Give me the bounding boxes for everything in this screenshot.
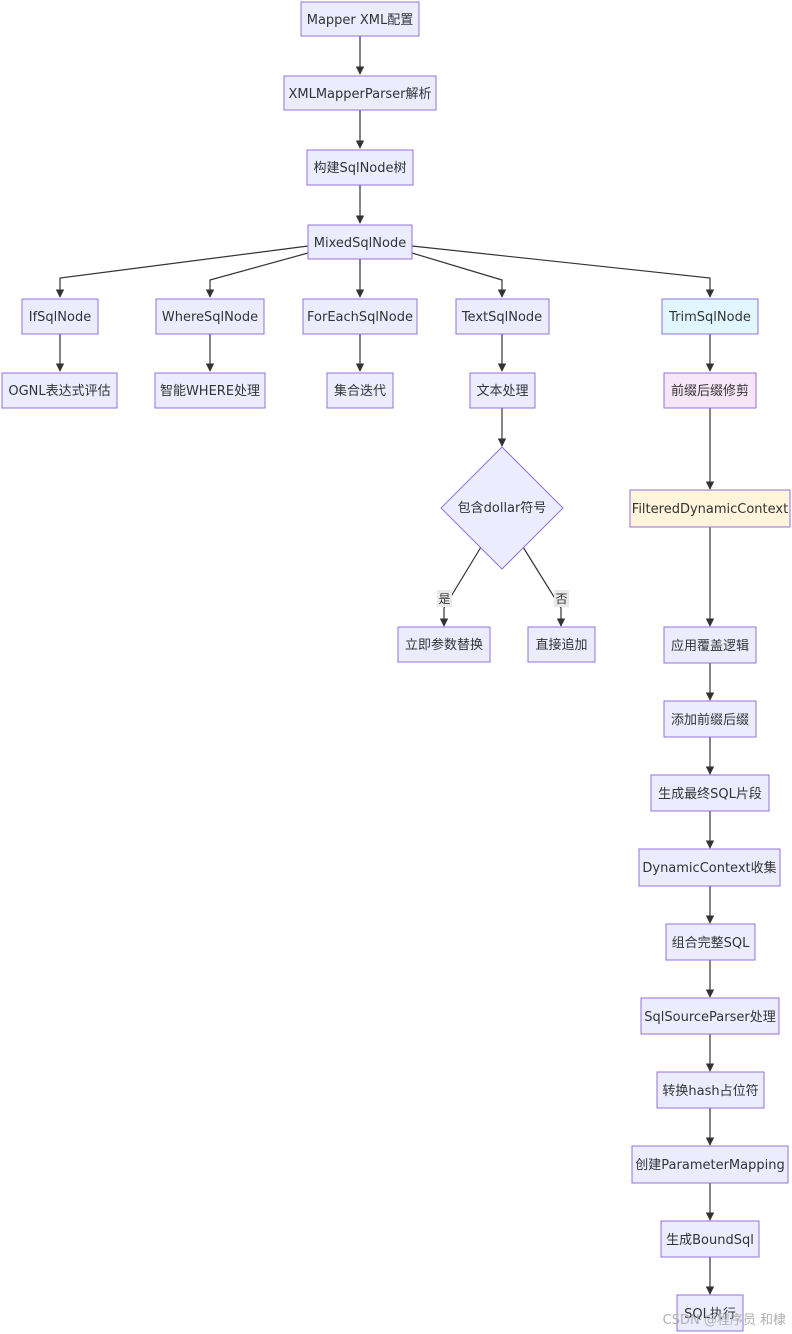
svg-text:XMLMapperParser解析: XMLMapperParser解析 — [288, 87, 431, 102]
svg-text:生成最终SQL片段: 生成最终SQL片段 — [658, 786, 762, 802]
node-apply-override: 应用覆盖逻辑 — [663, 626, 757, 664]
node-text-process: 文本处理 — [469, 372, 536, 409]
svg-text:集合迭代: 集合迭代 — [334, 383, 386, 399]
svg-text:文本处理: 文本处理 — [476, 384, 528, 399]
node-ognl-eval: OGNL表达式评估 — [1, 372, 118, 409]
svg-text:添加前缀后缀: 添加前缀后缀 — [671, 712, 749, 728]
svg-text:TrimSqlNode: TrimSqlNode — [668, 310, 751, 325]
node-filtered-dynamic-context: FilteredDynamicContext — [629, 489, 791, 528]
svg-text:应用覆盖逻辑: 应用覆盖逻辑 — [671, 638, 749, 654]
svg-text:SQL执行: SQL执行 — [684, 1307, 736, 1322]
node-mixed-sqlnode: MixedSqlNode — [307, 224, 413, 260]
node-dynamic-context-collect: DynamicContext收集 — [638, 848, 781, 887]
node-prefix-suffix-trim: 前缀后缀修剪 — [663, 372, 757, 409]
node-foreach-sqlnode: ForEachSqlNode — [302, 298, 418, 335]
edge-mixed-to-trim — [411, 245, 715, 298]
edge-mixed-to-where — [205, 252, 309, 298]
node-generate-boundsql: 生成BoundSql — [660, 1220, 760, 1258]
svg-text:WhereSqlNode: WhereSqlNode — [162, 310, 258, 325]
svg-text:IfSqlNode: IfSqlNode — [29, 310, 91, 325]
edge-decision-no — [522, 546, 566, 627]
svg-text:前缀后缀修剪: 前缀后缀修剪 — [671, 383, 749, 399]
node-xml-mapper-parser: XMLMapperParser解析 — [283, 75, 437, 111]
node-add-prefix-suffix: 添加前缀后缀 — [663, 700, 757, 738]
node-create-parameter-mapping: 创建ParameterMapping — [631, 1145, 789, 1184]
node-contains-dollar-decision: 包含dollar符号 — [440, 446, 564, 570]
svg-text:立即参数替换: 立即参数替换 — [405, 637, 483, 653]
svg-text:DynamicContext收集: DynamicContext收集 — [642, 860, 776, 876]
node-final-sql-fragment: 生成最终SQL片段 — [650, 774, 770, 812]
svg-text:是: 是 — [438, 592, 450, 606]
svg-text:智能WHERE处理: 智能WHERE处理 — [160, 384, 260, 399]
node-text-sqlnode: TextSqlNode — [455, 298, 550, 335]
edge-mixed-to-text — [411, 252, 507, 298]
svg-text:Mapper XML配置: Mapper XML配置 — [307, 13, 414, 28]
node-combine-sql: 组合完整SQL — [665, 923, 756, 961]
svg-text:创建ParameterMapping: 创建ParameterMapping — [635, 1158, 784, 1173]
svg-text:生成BoundSql: 生成BoundSql — [666, 1233, 754, 1248]
svg-text:OGNL表达式评估: OGNL表达式评估 — [8, 384, 110, 399]
watermark-text: CSDN @程序员 和棣 — [663, 1313, 786, 1328]
node-if-sqlnode: IfSqlNode — [21, 298, 99, 335]
svg-text:ForEachSqlNode: ForEachSqlNode — [307, 310, 413, 325]
edges — [55, 36, 715, 1295]
svg-text:构建SqlNode树: 构建SqlNode树 — [313, 161, 406, 176]
node-sqlsource-parser: SqlSourceParser处理 — [640, 997, 780, 1035]
node-mapper-xml: Mapper XML配置 — [300, 1, 420, 37]
node-sql-execute: SQL执行 — [676, 1294, 744, 1332]
edge-label-no: 否 — [554, 590, 569, 607]
svg-text:SqlSourceParser处理: SqlSourceParser处理 — [644, 1010, 775, 1025]
edge-decision-yes — [439, 546, 482, 627]
node-collection-iterate: 集合迭代 — [326, 372, 394, 409]
svg-text:包含dollar符号: 包含dollar符号 — [458, 500, 547, 516]
node-immediate-replace: 立即参数替换 — [397, 626, 491, 663]
svg-text:否: 否 — [555, 592, 567, 606]
svg-text:转换hash占位符: 转换hash占位符 — [662, 1083, 758, 1099]
svg-text:直接追加: 直接追加 — [535, 637, 587, 653]
svg-text:FilteredDynamicContext: FilteredDynamicContext — [632, 502, 788, 517]
svg-text:TextSqlNode: TextSqlNode — [461, 310, 542, 325]
node-where-sqlnode: WhereSqlNode — [155, 298, 265, 335]
node-trim-sqlnode: TrimSqlNode — [661, 298, 759, 335]
edge-label-yes: 是 — [437, 590, 452, 607]
node-build-sqlnode-tree: 构建SqlNode树 — [306, 149, 414, 186]
svg-text:MixedSqlNode: MixedSqlNode — [314, 236, 406, 251]
edge-mixed-to-if — [55, 245, 309, 298]
node-convert-hash: 转换hash占位符 — [656, 1071, 765, 1109]
svg-text:组合完整SQL: 组合完整SQL — [672, 936, 750, 951]
node-direct-append: 直接追加 — [527, 626, 596, 663]
node-smart-where: 智能WHERE处理 — [154, 372, 266, 409]
